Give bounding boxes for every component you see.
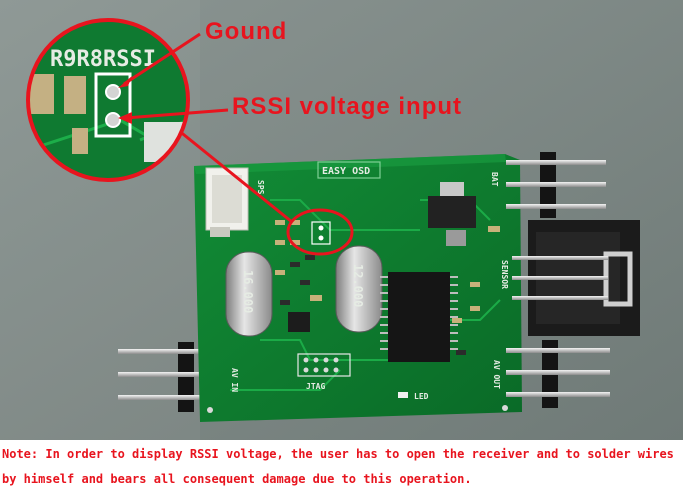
- svg-text:R9R8RSSI: R9R8RSSI: [50, 47, 156, 72]
- svg-text:EASY OSD: EASY OSD: [322, 166, 370, 177]
- magnifier: R9R8RSSI: [26, 18, 190, 182]
- right-top-header: [506, 152, 606, 218]
- main-chip: [380, 272, 458, 362]
- note-line-1: Note: In order to display RSSI voltage, …: [2, 447, 674, 461]
- led: [398, 392, 408, 398]
- ground-arrow: [118, 32, 201, 88]
- voltage-regulator: [428, 182, 476, 246]
- rssi-highlight-circle: [286, 208, 354, 256]
- crystal-1: 16.000: [225, 251, 273, 337]
- ground-label: Gound: [205, 18, 288, 45]
- svg-text:BAT: BAT: [490, 172, 499, 187]
- svg-text:JTAG: JTAG: [306, 382, 325, 391]
- svg-text:AV OUT: AV OUT: [492, 360, 501, 389]
- white-connector: [205, 167, 249, 237]
- smd-components: [275, 220, 500, 355]
- svg-text:LED: LED: [414, 392, 429, 401]
- crystal-2: 12.000: [335, 245, 383, 333]
- ic-u1: [288, 312, 310, 332]
- rssi-label: RSSI voltage input: [232, 93, 463, 120]
- note-line-2: by himself and bears all consequent dama…: [2, 472, 472, 486]
- svg-text:AV IN: AV IN: [230, 368, 239, 392]
- svg-text:16.000: 16.000: [241, 270, 255, 313]
- svg-text:SENSOR: SENSOR: [500, 260, 509, 289]
- callout-line: [177, 128, 293, 224]
- pcb-photo: EASY OSD SPS 16.000 12: [0, 0, 683, 440]
- rssi-arrow: [118, 108, 229, 124]
- silkscreen-title: EASY OSD: [317, 161, 381, 179]
- right-bottom-header: [506, 340, 610, 408]
- sensor-connector: [512, 220, 640, 336]
- svg-text:SPS: SPS: [256, 180, 265, 195]
- jtag-header: JTAG: [297, 353, 351, 391]
- svg-text:12.000: 12.000: [351, 264, 365, 307]
- left-pin-header: [118, 342, 218, 412]
